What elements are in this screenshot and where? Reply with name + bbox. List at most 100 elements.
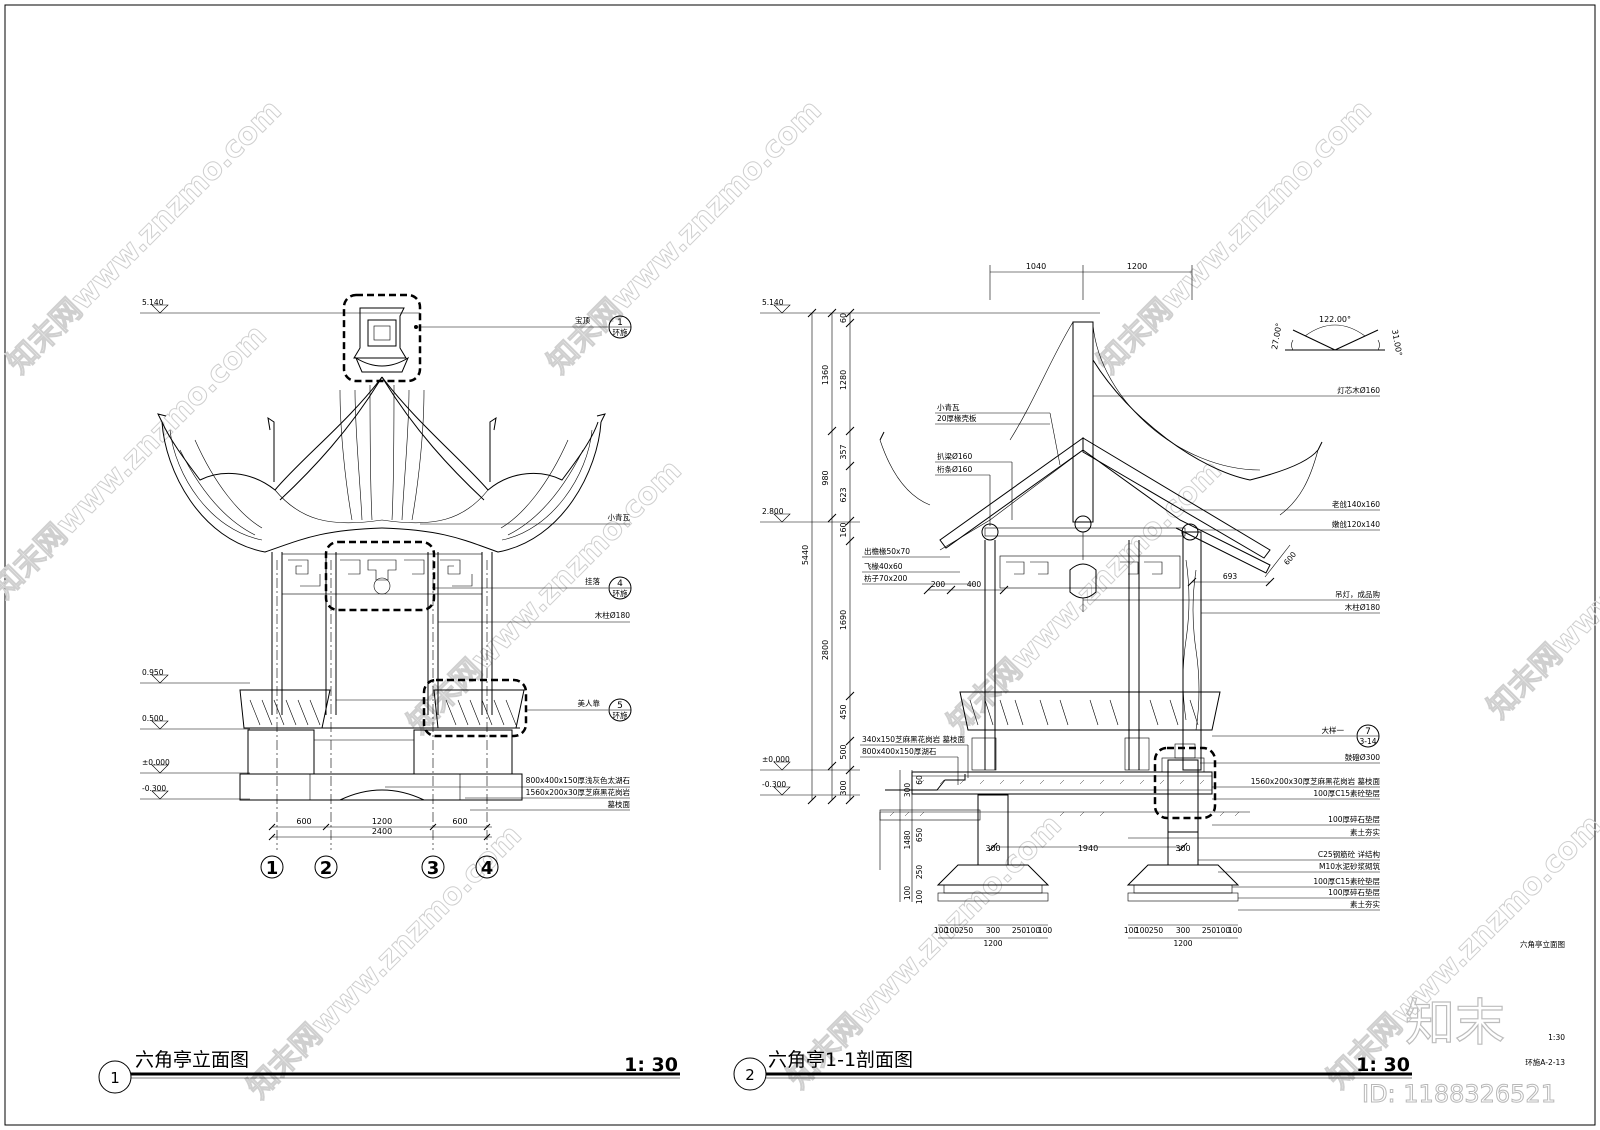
detail-ref-sheet: 3-14 bbox=[1359, 737, 1376, 746]
detail-ref-number: 4 bbox=[617, 579, 623, 589]
drawing-title-1: 1 六角亭立面图 1: 30 bbox=[98, 1049, 680, 1094]
watermark-layer: 知末网www.znzmo.com 知末网www.znzmo.com 知末网www… bbox=[0, 92, 1600, 1106]
angle-label: 122.00° bbox=[1319, 315, 1351, 324]
watermark-text: 知末网www.znzmo.com bbox=[941, 453, 1229, 741]
footing-dims-left: 100 100 250 300 250 100 100 1200 bbox=[934, 924, 1053, 948]
axis-center-lines bbox=[276, 560, 488, 850]
note-text: 小青瓦 bbox=[937, 402, 960, 412]
detail-ref-number: 1 bbox=[617, 318, 623, 328]
note-text: 800x400x150厚湖石 bbox=[862, 747, 937, 756]
sheet-number: 环施A-2-13 bbox=[1525, 1057, 1565, 1067]
drawing-number: 2 bbox=[745, 1066, 755, 1084]
note-text: 木柱Ø180 bbox=[1345, 602, 1380, 612]
dimension-text: 160 bbox=[839, 522, 848, 537]
note-text: 素土夯实 bbox=[1350, 899, 1380, 909]
elevation-drawing: 5.140 0.950 0.500 ±0.000 -0.300 bbox=[98, 293, 680, 1094]
foundation bbox=[879, 743, 1250, 902]
dimension-text: 60 bbox=[839, 313, 848, 323]
note-text: 桁条Ø160 bbox=[937, 464, 972, 474]
material-note: 墓枝面 bbox=[608, 799, 631, 809]
dimension-text: 600 bbox=[296, 817, 311, 826]
drawing-title: 六角亭1-1剖面图 bbox=[768, 1049, 913, 1071]
watermark-text: 知末网www.znzmo.com bbox=[541, 93, 829, 381]
detail-ref-sheet: 环施 bbox=[613, 327, 628, 337]
dimension-text: 100 bbox=[1228, 926, 1243, 935]
bench bbox=[239, 689, 525, 729]
dimension-text: 300 bbox=[986, 926, 1001, 935]
dimension-text: 300 bbox=[839, 780, 848, 795]
note-text: 飞椽40x60 bbox=[864, 561, 903, 571]
callout-label: 木柱Ø180 bbox=[595, 610, 630, 620]
dimension-text: 357 bbox=[839, 444, 848, 459]
dimension-text: 100 bbox=[1038, 926, 1053, 935]
detail-highlight-finial bbox=[342, 293, 422, 383]
detail-ref-sheet: 环施 bbox=[613, 588, 628, 598]
columns bbox=[271, 552, 493, 715]
dimension-text: 1940 bbox=[1078, 844, 1098, 853]
dimension-text: 100 bbox=[1124, 926, 1139, 935]
watermark-text: 知末网www.znzmo.com bbox=[401, 453, 689, 741]
drawing-scale: 1: 30 bbox=[1356, 1054, 1410, 1076]
logo-text: 知末 bbox=[1405, 994, 1505, 1052]
dimension-text: 2400 bbox=[372, 827, 392, 836]
note-text: 吊灯，成品购 bbox=[1335, 589, 1380, 599]
dimension-text: 100 bbox=[934, 926, 949, 935]
sheet-info: 六角亭立面图 1:30 环施A-2-13 bbox=[1520, 939, 1565, 1067]
detail-highlight-bench bbox=[422, 678, 528, 738]
base bbox=[239, 729, 523, 801]
detail-highlight-base bbox=[1153, 746, 1217, 820]
callout-label: 宝顶 bbox=[575, 315, 590, 325]
dimension-text: 1040 bbox=[1026, 262, 1046, 271]
elevation-label: 2.800 bbox=[762, 507, 784, 516]
elevation-markers: 5.140 0.950 0.500 ±0.000 -0.300 bbox=[140, 298, 420, 800]
note-text: 扒梁Ø160 bbox=[937, 451, 972, 461]
material-note: 800x400x150厚浅灰色太湖石 bbox=[526, 775, 631, 785]
dimension-text: 693 bbox=[1223, 572, 1238, 581]
dimension-text: 250 bbox=[959, 926, 974, 935]
detail-ref-number: 5 bbox=[617, 701, 623, 711]
note-text: M10水泥砂浆砌筑 bbox=[1319, 861, 1381, 871]
elevation-label: -0.300 bbox=[762, 780, 786, 789]
site-logo: 知末 ID: 1188326521 bbox=[1362, 993, 1557, 1108]
dimension-lines: 600 1200 600 2400 bbox=[268, 817, 492, 841]
drawing-scale: 1: 30 bbox=[624, 1054, 678, 1076]
finial bbox=[353, 307, 410, 373]
note-text: 1560x200x30厚芝麻黑花岗岩 墓枝面 bbox=[1251, 776, 1381, 786]
note-text: 出檐椽50x70 bbox=[864, 546, 910, 556]
section-drawing: 1040 1200 5.140 2.800 ±0.000 -0.300 60 1… bbox=[733, 262, 1412, 1091]
angle-label: 27.00° bbox=[1270, 322, 1284, 350]
angle-label: 31.00° bbox=[1390, 329, 1404, 357]
detail-highlight-lattice bbox=[324, 540, 436, 612]
foundation-vertical-dims: 300 60 650 1480 250 100 100 bbox=[899, 770, 924, 905]
elevation-label: 5.140 bbox=[142, 298, 164, 307]
mid-dimensions: 200 400 693 600 1940 300 300 bbox=[923, 544, 1298, 853]
dimension-text: 600 bbox=[452, 817, 467, 826]
elevation-label: 0.500 bbox=[142, 714, 164, 723]
sheet-caption: 六角亭立面图 bbox=[1520, 939, 1565, 949]
dimension-text: 2800 bbox=[821, 640, 830, 660]
drawing-title-2: 2 六角亭1-1剖面图 1: 30 bbox=[733, 1049, 1412, 1091]
dimension-text: 1200 bbox=[1173, 939, 1192, 948]
top-dimensions: 1040 1200 bbox=[989, 262, 1193, 300]
right-notes: 灯芯木Ø160 老戗140x160 嫩戗120x140 吊灯，成品购 木柱Ø18… bbox=[1083, 385, 1381, 911]
dimension-text: 980 bbox=[821, 470, 830, 485]
dimension-text: 200 bbox=[931, 580, 946, 589]
dimension-text: 623 bbox=[839, 487, 848, 502]
vertical-dimensions: 60 1280 357 623 160 1690 450 500 300 136… bbox=[801, 308, 855, 805]
callouts: 宝顶 1 环施 小青瓦 挂落 4 环施 木柱Ø180 美人靠 5 环施 800x… bbox=[385, 315, 632, 811]
dimension-text: 100 bbox=[1216, 926, 1231, 935]
sheet-scale: 1:30 bbox=[1548, 1033, 1565, 1042]
dimension-text: 1200 bbox=[983, 939, 1002, 948]
dimension-text: 100 bbox=[915, 890, 924, 905]
dimension-text: 250 bbox=[1012, 926, 1027, 935]
note-text: 鼓磴Ø300 bbox=[1345, 752, 1380, 762]
note-text: 大样一 bbox=[1322, 725, 1345, 735]
elevation-label: 5.140 bbox=[762, 298, 784, 307]
left-notes: 小青瓦 20厚椽壳板 扒梁Ø160 桁条Ø160 出檐椽50x70 飞椽40x6… bbox=[860, 402, 1061, 785]
elevation-label: -0.300 bbox=[142, 784, 166, 793]
note-text: 老戗140x160 bbox=[1332, 499, 1380, 509]
dimension-text: 300 bbox=[985, 844, 1000, 853]
axis-markers: 1 2 3 4 bbox=[260, 855, 499, 879]
dimension-text: 450 bbox=[839, 704, 848, 719]
